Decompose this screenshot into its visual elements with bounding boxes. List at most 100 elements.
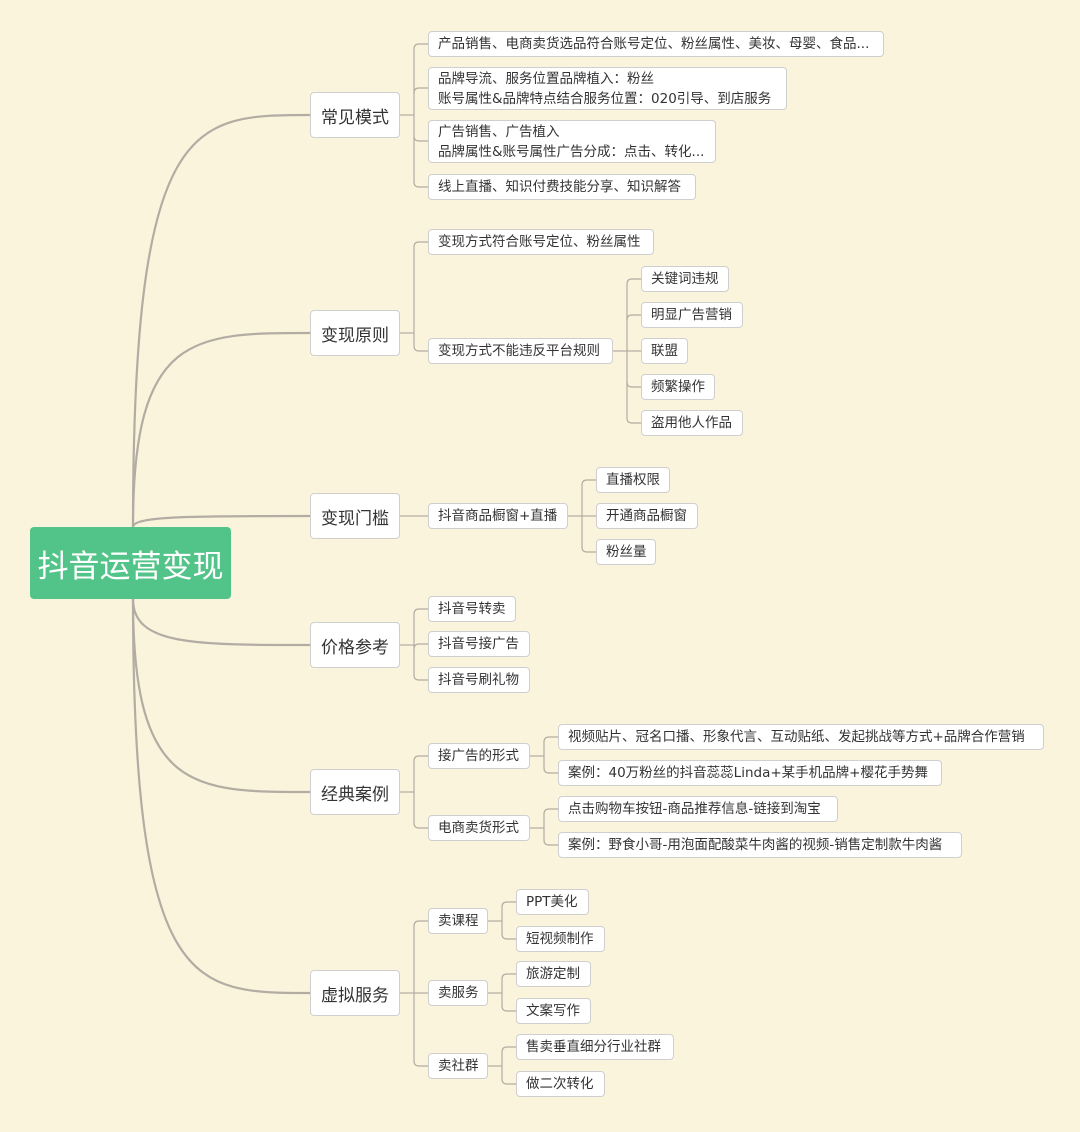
- leaf-text: 盗用他人作品: [651, 415, 732, 431]
- leaf-text: 开通商品橱窗: [606, 508, 687, 524]
- branch-label: 常见模式: [321, 107, 389, 128]
- leaf-text: 联盟: [651, 343, 678, 359]
- leaf-connector: [543, 839, 558, 846]
- leaf-connector: [413, 135, 428, 142]
- leaf-connector: [413, 87, 428, 94]
- sub-text: 卖课程: [438, 913, 479, 929]
- leaf-connector: [501, 973, 516, 980]
- leaf-node[interactable]: 品牌导流、服务位置品牌植入：粉丝账号属性&品牌特点结合服务位置：020引导、到店…: [428, 67, 787, 110]
- leaf-connector: [581, 479, 596, 486]
- leaf-node[interactable]: 案例：40万粉丝的抖音蕊蕊Linda+某手机品牌+樱花手势舞: [558, 760, 942, 786]
- leaf-connector: [413, 345, 428, 352]
- leaf-node[interactable]: 文案写作: [516, 998, 591, 1024]
- leaf-connector: [626, 278, 641, 285]
- leaf-node[interactable]: 粉丝量: [596, 539, 656, 565]
- branch-label: 变现原则: [321, 325, 389, 346]
- leaf-text: 粉丝量: [606, 544, 647, 560]
- sub-node[interactable]: 卖服务: [428, 980, 488, 1006]
- branch-label: 虚拟服务: [321, 985, 389, 1006]
- leaf-text: 抖音号刷礼物: [438, 672, 519, 688]
- leaf-node[interactable]: 抖音号转卖: [428, 596, 516, 622]
- sub-node[interactable]: 卖课程: [428, 908, 488, 934]
- leaf-node[interactable]: PPT美化: [516, 889, 589, 915]
- leaf-connector: [413, 643, 428, 650]
- leaf-text: 品牌导流、服务位置品牌植入：粉丝: [438, 70, 654, 87]
- leaf-text: 抖音号接广告: [438, 636, 519, 652]
- leaf-text: 做二次转化: [526, 1076, 594, 1092]
- sub-node[interactable]: 变现方式不能违反平台规则: [428, 338, 613, 364]
- leaf-text: 账号属性&品牌特点结合服务位置：020引导、到店服务: [438, 90, 772, 107]
- branch-node[interactable]: 变现原则: [310, 310, 400, 356]
- leaf-text: 变现方式符合账号定位、粉丝属性: [438, 234, 641, 250]
- leaf-text: 旅游定制: [526, 966, 580, 982]
- branch-connector: [131, 514, 311, 528]
- sub-text: 电商卖货形式: [438, 820, 519, 836]
- leaf-text: 案例：野食小哥-用泡面配酸菜牛肉酱的视频-销售定制款牛肉酱: [568, 837, 943, 853]
- leaf-node[interactable]: 关键词违规: [641, 266, 729, 292]
- sub-text: 抖音商品橱窗+直播: [438, 508, 558, 524]
- leaf-text: 直播权限: [606, 472, 660, 488]
- branch-node[interactable]: 常见模式: [310, 92, 400, 138]
- branch-node[interactable]: 虚拟服务: [310, 970, 400, 1016]
- leaf-node[interactable]: 开通商品橱窗: [596, 503, 698, 529]
- leaf-connector: [413, 674, 428, 681]
- leaf-text: 文案写作: [526, 1003, 580, 1019]
- leaf-node[interactable]: 盗用他人作品: [641, 410, 743, 436]
- leaf-node[interactable]: 线上直播、知识付费技能分享、知识解答: [428, 174, 696, 200]
- leaf-node[interactable]: 做二次转化: [516, 1071, 605, 1097]
- leaf-node[interactable]: 视频贴片、冠名口播、形象代言、互动贴纸、发起挑战等方式+品牌合作营销: [558, 724, 1044, 750]
- leaf-node[interactable]: 联盟: [641, 338, 688, 364]
- leaf-node[interactable]: 频繁操作: [641, 374, 715, 400]
- branch-connector: [131, 598, 311, 794]
- leaf-node[interactable]: 明显广告营销: [641, 302, 743, 328]
- sub-node[interactable]: 抖音商品橱窗+直播: [428, 503, 568, 529]
- sub-text: 变现方式不能违反平台规则: [438, 343, 600, 359]
- leaf-connector: [543, 767, 558, 774]
- leaf-connector: [581, 546, 596, 553]
- branch-label: 价格参考: [321, 637, 389, 658]
- leaf-node[interactable]: 变现方式符合账号定位、粉丝属性: [428, 229, 654, 255]
- branch-label: 经典案例: [321, 784, 389, 805]
- leaf-node[interactable]: 点击购物车按钮-商品推荐信息-链接到淘宝: [558, 796, 838, 822]
- leaf-text: 频繁操作: [651, 379, 705, 395]
- leaf-node[interactable]: 抖音号刷礼物: [428, 667, 530, 693]
- branch-connector: [131, 598, 311, 647]
- leaf-node[interactable]: 案例：野食小哥-用泡面配酸菜牛肉酱的视频-销售定制款牛肉酱: [558, 832, 962, 858]
- leaf-text: 抖音号转卖: [438, 601, 506, 617]
- leaf-node[interactable]: 旅游定制: [516, 961, 591, 987]
- leaf-text: 广告销售、广告植入: [438, 123, 560, 140]
- leaf-connector: [501, 1078, 516, 1085]
- leaf-text: 线上直播、知识付费技能分享、知识解答: [438, 179, 681, 195]
- leaf-text: 案例：40万粉丝的抖音蕊蕊Linda+某手机品牌+樱花手势舞: [568, 765, 928, 781]
- sub-node[interactable]: 电商卖货形式: [428, 815, 530, 841]
- branch-connector: [131, 331, 311, 528]
- leaf-connector: [413, 181, 428, 188]
- root-node[interactable]: 抖音运营变现: [30, 527, 231, 599]
- sub-node[interactable]: 接广告的形式: [428, 743, 530, 769]
- leaf-text: 短视频制作: [526, 931, 594, 947]
- leaf-connector: [501, 1005, 516, 1012]
- branch-node[interactable]: 价格参考: [310, 622, 400, 668]
- leaf-node[interactable]: 产品销售、电商卖货选品符合账号定位、粉丝属性、美妆、母婴、食品...: [428, 31, 884, 57]
- leaf-connector: [626, 314, 641, 321]
- branch-node[interactable]: 变现门槛: [310, 493, 400, 539]
- leaf-text: 明显广告营销: [651, 307, 732, 323]
- leaf-node[interactable]: 抖音号接广告: [428, 631, 530, 657]
- sub-node[interactable]: 卖社群: [428, 1053, 488, 1079]
- leaf-text: 点击购物车按钮-商品推荐信息-链接到淘宝: [568, 801, 821, 817]
- branch-label: 变现门槛: [321, 508, 389, 529]
- branch-node[interactable]: 经典案例: [310, 769, 400, 815]
- leaf-node[interactable]: 直播权限: [596, 467, 670, 493]
- leaf-connector: [626, 381, 641, 388]
- leaf-text: 视频贴片、冠名口播、形象代言、互动贴纸、发起挑战等方式+品牌合作营销: [568, 729, 1025, 745]
- sub-text: 接广告的形式: [438, 748, 519, 764]
- leaf-node[interactable]: 售卖垂直细分行业社群: [516, 1034, 674, 1060]
- leaf-node[interactable]: 短视频制作: [516, 926, 605, 952]
- leaf-connector: [501, 933, 516, 940]
- leaf-node[interactable]: 广告销售、广告植入品牌属性&账号属性广告分成：点击、转化...: [428, 120, 716, 163]
- leaf-connector: [543, 736, 558, 743]
- leaf-text: 品牌属性&账号属性广告分成：点击、转化...: [438, 143, 705, 160]
- leaf-text: PPT美化: [526, 894, 578, 910]
